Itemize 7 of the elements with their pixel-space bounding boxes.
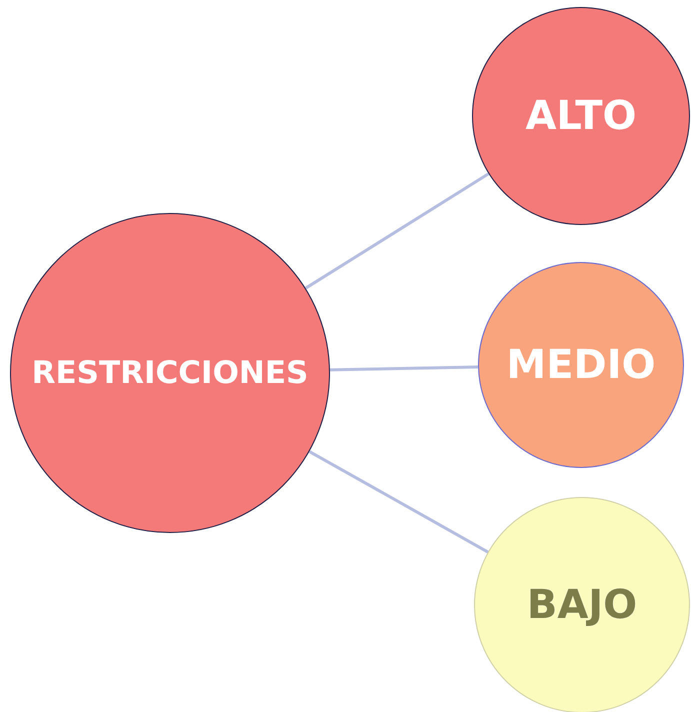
connector-line — [304, 172, 490, 290]
node-label: ALTO — [525, 93, 637, 139]
connector-line — [330, 366, 478, 372]
connector-line — [308, 450, 489, 554]
node-label: MEDIO — [506, 342, 656, 388]
node-label: BAJO — [526, 582, 638, 628]
node-label: RESTRICCIONES — [32, 355, 308, 391]
